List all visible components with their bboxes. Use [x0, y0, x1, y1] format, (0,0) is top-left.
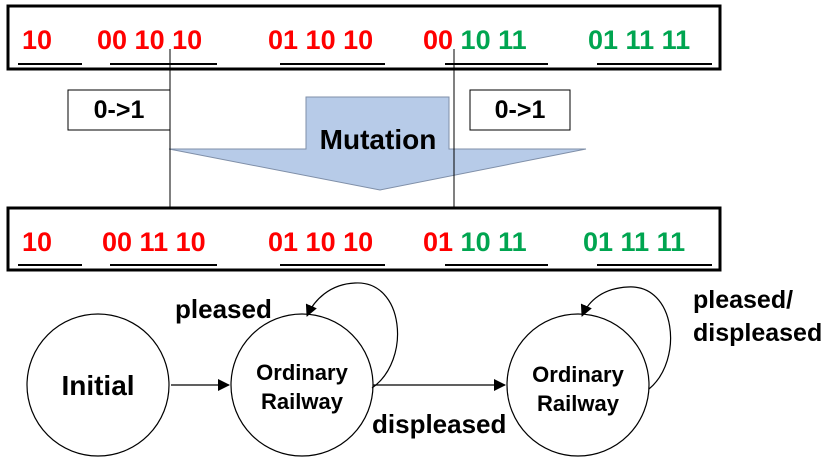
- bottom-gene-2-2: 10: [336, 227, 374, 257]
- flip-box-left: [67, 89, 171, 131]
- top-chromosome-box: [6, 4, 722, 71]
- state-railway-2-label-line2: Railway: [537, 391, 620, 416]
- bottom-gene-4-2: 11: [649, 227, 685, 257]
- top-gene-1-2: 10: [165, 25, 203, 55]
- top-seg-3: 00 10 11: [423, 25, 527, 55]
- bottom-seg-2: 01 10 10: [268, 227, 373, 257]
- top-gene-2-2: 10: [336, 25, 374, 55]
- state-railway-2-label-line1: Ordinary: [532, 362, 624, 387]
- self-loop-railway-1: [305, 282, 399, 389]
- top-gene-2-1: 10: [298, 25, 336, 55]
- bottom-gene-4-1: 11: [613, 227, 649, 257]
- top-gene-4-0: 01: [588, 25, 618, 55]
- bottom-gene-4-0: 01: [583, 227, 613, 257]
- bottom-gene-0-0: 10: [22, 227, 52, 257]
- bottom-seg-0: 10: [22, 227, 52, 257]
- self-loop-2-label-line2: displeased: [693, 319, 822, 347]
- top-gene-1-0: 00: [97, 25, 127, 55]
- top-seg-2: 01 10 10: [268, 25, 373, 55]
- self-loop-2-label-line1: pleased/: [693, 286, 793, 314]
- top-gene-4-1: 11: [618, 25, 654, 55]
- flip-label-right: 0->1: [495, 96, 546, 124]
- state-initial: [26, 313, 170, 457]
- top-gene-1-1: 10: [127, 25, 165, 55]
- bottom-gene-2-0: 01: [268, 227, 298, 257]
- mutation-label: Mutation: [320, 124, 437, 155]
- flip-label-left: 0->1: [94, 96, 145, 124]
- state-machine: Initial Ordinary Railway Ordinary Railwa…: [26, 282, 822, 457]
- bottom-gene-3-1: 10: [453, 227, 491, 257]
- bottom-seg-1: 00 11 10: [102, 227, 206, 257]
- flip-box-right: [469, 89, 571, 131]
- top-gene-4-2: 11: [654, 25, 690, 55]
- top-gene-2-0: 01: [268, 25, 298, 55]
- bottom-seg-3: 01 10 11: [423, 227, 527, 257]
- self-loop-railway-2: [580, 286, 672, 390]
- bottom-gene-3-0: 01: [423, 227, 453, 257]
- state-initial-label: Initial: [61, 370, 134, 401]
- state-railway-1: [230, 313, 374, 457]
- bottom-gene-3-2: 11: [491, 227, 527, 257]
- top-seg-4: 01 11 11: [588, 25, 690, 55]
- bottom-gene-2-1: 10: [298, 227, 336, 257]
- top-gene-3-2: 11: [491, 25, 527, 55]
- bottom-gene-1-1: 11: [132, 227, 168, 257]
- mutation-arrow-shape: [168, 96, 587, 191]
- bottom-chromosome: 10 00 11 10 01 10 10 01 10 11 01 11 11: [6, 206, 722, 272]
- top-gene-3-1: 10: [453, 25, 491, 55]
- top-gene-0-0: 10: [22, 25, 52, 55]
- bottom-seg-4: 01 11 11: [583, 227, 685, 257]
- bottom-chromosome-box: [6, 206, 722, 272]
- state-railway-2: [506, 313, 650, 457]
- top-seg-0: 10: [22, 25, 52, 55]
- state-railway-1-label-line1: Ordinary: [256, 360, 348, 385]
- top-gene-3-0: 00: [423, 25, 453, 55]
- top-chromosome: 10 00 10 10 01 10 10 00 10 11 01 11 11: [6, 4, 722, 71]
- state-railway-1-label-line2: Railway: [261, 389, 344, 414]
- transition-displeased-label: displeased: [372, 409, 506, 439]
- mutation-arrow: Mutation: [168, 96, 587, 191]
- bottom-gene-1-2: 10: [168, 227, 206, 257]
- self-loop-1-label: pleased: [175, 294, 272, 324]
- bottom-gene-1-0: 00: [102, 227, 132, 257]
- top-seg-1: 00 10 10: [97, 25, 202, 55]
